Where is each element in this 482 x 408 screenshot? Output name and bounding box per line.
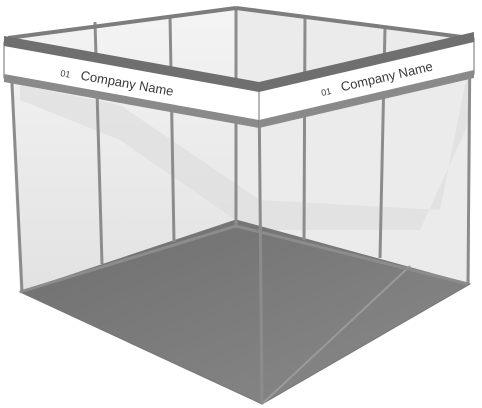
top-rails bbox=[7, 6, 471, 40]
wall-light-reflection bbox=[20, 60, 470, 230]
left-fascia bbox=[3, 36, 260, 128]
left-fascia-number: 01 bbox=[60, 68, 72, 80]
booth-floor bbox=[18, 219, 472, 405]
right-fascia bbox=[258, 32, 475, 128]
floor-rails bbox=[19, 224, 469, 294]
right-fascia-number: 01 bbox=[320, 86, 332, 98]
floor-diagonal bbox=[261, 265, 411, 405]
